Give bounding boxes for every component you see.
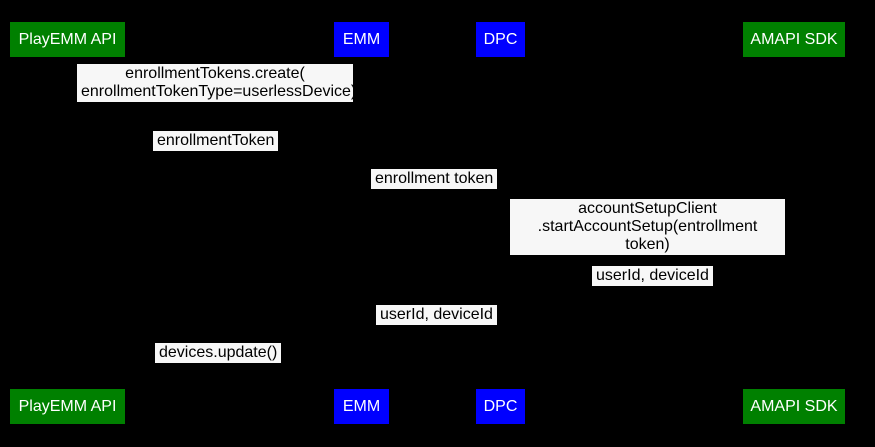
actor-playemm-api-top: PlayEMM API <box>10 22 125 57</box>
message-userid-deviceid-dpc-to-emm: userId, deviceId <box>376 305 497 325</box>
actor-emm-bottom: EMM <box>334 389 389 424</box>
message-start-account-setup: accountSetupClient .startAccountSetup(en… <box>510 199 785 255</box>
actor-amapi-sdk-top: AMAPI SDK <box>743 22 845 57</box>
message-devices-update: devices.update() <box>155 343 282 363</box>
message-enrollment-tokens-create: enrollmentTokens.create( enrollmentToken… <box>77 64 356 102</box>
message-userid-deviceid-sdk-to-dpc: userId, deviceId <box>592 266 713 286</box>
actor-dpc-bottom: DPC <box>476 389 525 424</box>
message-enrollment-token-return: enrollmentToken <box>153 131 279 151</box>
actor-dpc-top: DPC <box>476 22 525 57</box>
actor-amapi-sdk-bottom: AMAPI SDK <box>743 389 845 424</box>
actor-emm-top: EMM <box>334 22 389 57</box>
actor-playemm-api-bottom: PlayEMM API <box>10 389 125 424</box>
message-enrollment-token: enrollment token <box>371 169 498 189</box>
